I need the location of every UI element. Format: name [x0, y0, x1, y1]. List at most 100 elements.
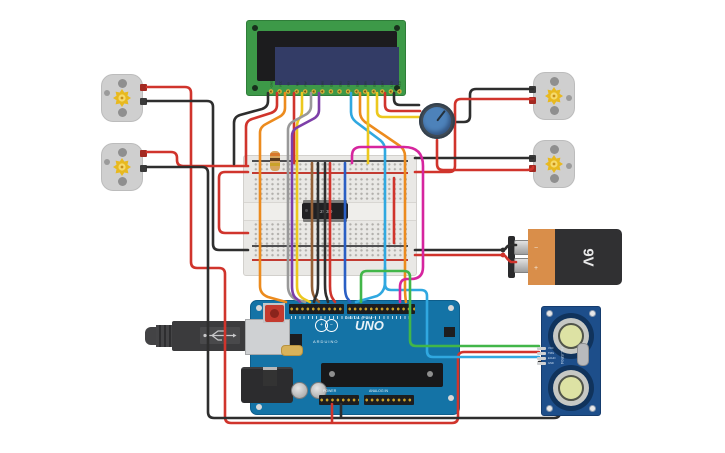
- chip-dot: [329, 371, 335, 377]
- lcd-screen: [275, 47, 399, 85]
- icsp-header: [290, 334, 302, 346]
- usb-symbol-plate: [200, 327, 240, 344]
- sensor-pin[interactable]: [537, 356, 546, 360]
- motor-gear-icon: [113, 158, 131, 176]
- sensor-pin[interactable]: [537, 361, 546, 365]
- pin-number-row: [291, 316, 411, 319]
- wire-black-pot[interactable]: [392, 91, 421, 107]
- digital-header-right[interactable]: [347, 304, 415, 314]
- usb-cable-ridges: [156, 325, 173, 347]
- arduino-uno-board[interactable]: DIGITAL (PWM~) + − ARDUINO UNO POWER ANA…: [241, 300, 460, 415]
- sensor-pin[interactable]: [537, 351, 546, 355]
- wire-yellow-pot[interactable]: [375, 91, 422, 119]
- arduino-brand: ARDUINO: [313, 339, 339, 344]
- reset-button[interactable]: [263, 303, 285, 323]
- motor-hole: [118, 148, 127, 157]
- motor-terminal[interactable]: [140, 98, 147, 105]
- mount-hole: [448, 305, 454, 311]
- motor-terminal[interactable]: [140, 84, 147, 91]
- icsp2-header: [444, 327, 455, 337]
- wire-yellow-lcd5[interactable]: [295, 91, 312, 304]
- motor-hole: [118, 177, 127, 186]
- mount-hole: [256, 404, 262, 410]
- analog-label: ANALOG IN: [369, 389, 389, 393]
- mount-hole: [448, 395, 454, 401]
- sensor-pin-label: ECHO: [548, 356, 556, 360]
- wire-magenta-loop[interactable]: [350, 145, 425, 304]
- wire-cyan-branch-header[interactable]: [354, 266, 387, 304]
- wire-red-chipcol[interactable]: [328, 161, 337, 304]
- wire-black-motor1[interactable]: [145, 99, 250, 252]
- mount-hole: [256, 305, 262, 311]
- motor-hole: [566, 95, 572, 101]
- motor-hole: [550, 106, 559, 115]
- motor-hole: [104, 90, 110, 96]
- sensor-pin-label: GND: [548, 361, 554, 365]
- voltage-regulator: [263, 367, 277, 386]
- motor-hole: [118, 108, 127, 117]
- wire-red-left-loop[interactable]: [217, 170, 250, 235]
- usb-cable-end[interactable]: [145, 327, 158, 345]
- wire-red-pot[interactable]: [383, 91, 422, 113]
- chip-notch: [305, 209, 308, 212]
- wire-purple-lcd7[interactable]: [290, 91, 321, 304]
- battery-9v[interactable]: − + 9V: [508, 228, 622, 286]
- wire-black-battery[interactable]: [413, 243, 518, 252]
- motor-hole: [550, 77, 559, 86]
- digital-header-left[interactable]: [289, 304, 344, 314]
- lcd-screen-frame: [257, 31, 399, 85]
- wire-gray-lcd6[interactable]: [286, 91, 313, 304]
- resistor-band: [270, 163, 280, 166]
- uno-label: UNO: [355, 318, 384, 333]
- analog-header[interactable]: [364, 395, 414, 405]
- battery-voltage: 9V: [579, 247, 597, 267]
- lcd-pin-header[interactable]: [267, 88, 405, 95]
- resistor-band: [270, 158, 280, 161]
- sensor-model-label: HC-SR04: [560, 346, 566, 365]
- motor-terminal[interactable]: [140, 150, 147, 157]
- plus-sign: +: [534, 265, 539, 272]
- motor-gear-icon: [545, 155, 563, 173]
- wire-blue-header[interactable]: [343, 161, 352, 304]
- sensor-hole: [589, 405, 596, 412]
- wire-red-motor3[interactable]: [413, 97, 535, 174]
- wire-black-chipcol2[interactable]: [323, 161, 330, 304]
- wire-red-motor4[interactable]: [435, 138, 535, 172]
- battery-clip: [508, 236, 515, 278]
- wire-green-sensor[interactable]: [359, 269, 541, 348]
- potentiometer[interactable]: [419, 103, 455, 139]
- wire-red-battery[interactable]: [413, 253, 518, 264]
- ultrasonic-sensor-hcsr04[interactable]: VCC TRIG ECHO GND HC-SR04: [537, 306, 601, 416]
- wire-red-motor2[interactable]: [145, 150, 250, 168]
- arduino-logo-icon: + −: [315, 317, 349, 337]
- wire-black-chipcol1[interactable]: [312, 161, 320, 304]
- wire-black-lcd1[interactable]: [232, 91, 270, 166]
- wire-orange-lcd12[interactable]: [358, 91, 408, 304]
- power-header[interactable]: [319, 395, 359, 405]
- resistor[interactable]: [270, 151, 280, 171]
- capacitor: [291, 382, 308, 399]
- crystal: [281, 345, 303, 356]
- sensor-hole: [546, 405, 553, 412]
- capacitor: [310, 382, 327, 399]
- dc-motor-top-left[interactable]: [101, 74, 147, 122]
- dc-motor-bottom-right[interactable]: [529, 140, 575, 188]
- battery-body-orange: − +: [528, 229, 555, 285]
- motor-hole: [104, 159, 110, 165]
- wire-cyan-lcd-sensor[interactable]: [349, 91, 541, 359]
- sensor-pin[interactable]: [537, 346, 546, 350]
- motor-terminal[interactable]: [529, 97, 536, 104]
- wire-red-lcd2[interactable]: [244, 91, 279, 166]
- motor-gear-icon: [113, 89, 131, 107]
- wire-black-motor3[interactable]: [450, 87, 535, 124]
- motor-terminal[interactable]: [140, 165, 147, 172]
- wire-orange-lcd3[interactable]: [258, 91, 288, 304]
- dc-motor-bottom-left[interactable]: [101, 143, 147, 191]
- rail-negative-line: [252, 160, 408, 162]
- sensor-hole: [546, 310, 553, 317]
- wire-red-motor1[interactable]: [145, 85, 541, 425]
- dc-motor-top-right[interactable]: [529, 72, 575, 120]
- motor-hole: [566, 163, 572, 169]
